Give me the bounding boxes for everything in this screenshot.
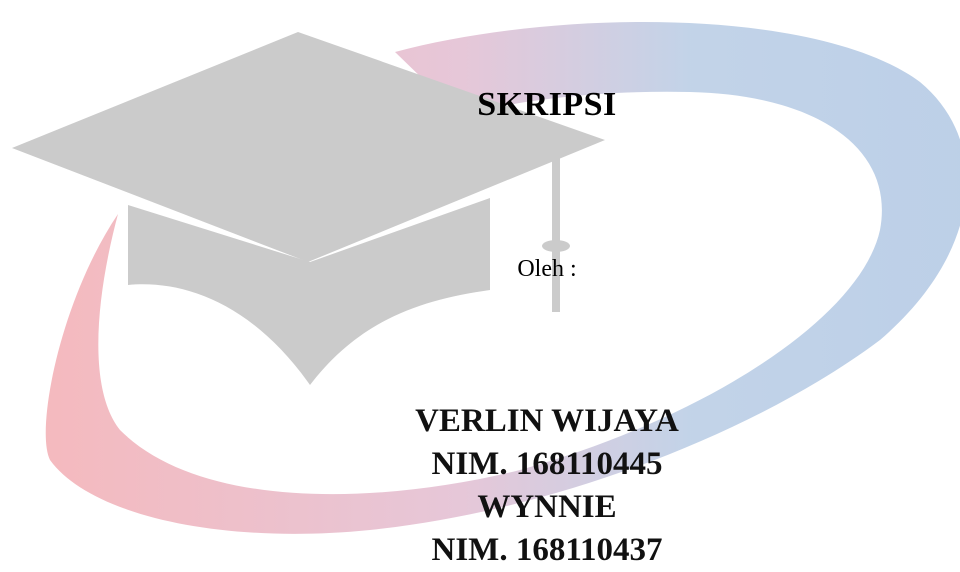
by-label: Oleh : — [517, 256, 577, 282]
author-list: VERLIN WIJAYA NIM. 168110445 WYNNIE NIM.… — [0, 400, 960, 572]
author-name: VERLIN WIJAYA — [415, 403, 679, 439]
mortarboard-icon — [12, 32, 605, 385]
author-nim: NIM. 168110437 — [431, 532, 663, 568]
swoosh-ribbon — [45, 22, 960, 534]
document-title: SKRIPSI — [477, 86, 617, 123]
author-name: WYNNIE — [477, 489, 617, 525]
author-nim: NIM. 168110445 — [431, 446, 663, 482]
